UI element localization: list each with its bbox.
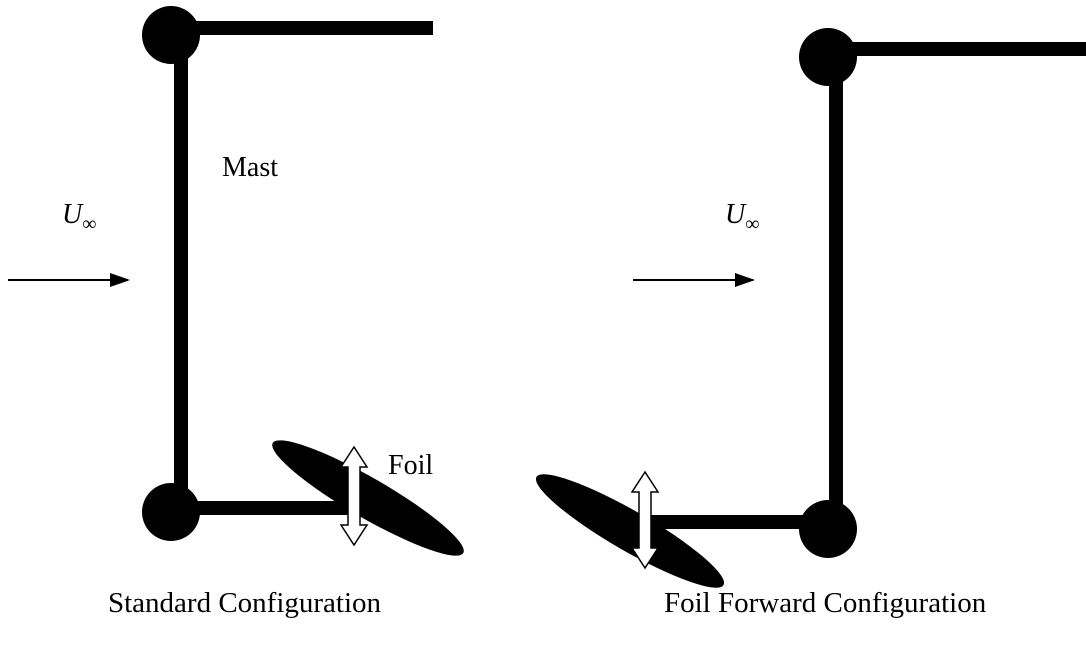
foil-forward-caption: Foil Forward Configuration <box>664 587 987 619</box>
standard-bottom-pivot-icon <box>142 483 200 541</box>
forward-bottom-link <box>637 515 833 529</box>
standard-top-boom <box>175 21 433 35</box>
standard-mast <box>174 36 188 516</box>
standard-configuration: U∞ Mast Foil Standard Configuration <box>8 6 464 619</box>
forward-bottom-pivot-icon <box>799 500 857 558</box>
foil-label: Foil <box>388 450 433 481</box>
foil-forward-configuration: U∞ Foil Forward Configuration <box>535 28 1086 619</box>
standard-heave-arrow-icon <box>339 445 369 547</box>
forward-foil <box>535 474 725 588</box>
standard-bottom-link <box>180 501 352 515</box>
standard-foil <box>272 440 464 556</box>
forward-top-pivot-icon <box>799 28 857 86</box>
forward-mast <box>829 54 843 534</box>
standard-freestream-label: U∞ <box>62 199 97 235</box>
forward-freestream-label: U∞ <box>725 199 760 235</box>
mast-label: Mast <box>222 152 278 183</box>
standard-top-pivot-icon <box>142 6 200 64</box>
forward-top-boom <box>833 42 1086 56</box>
forward-heave-arrow-icon <box>630 470 660 570</box>
standard-caption: Standard Configuration <box>108 587 382 619</box>
